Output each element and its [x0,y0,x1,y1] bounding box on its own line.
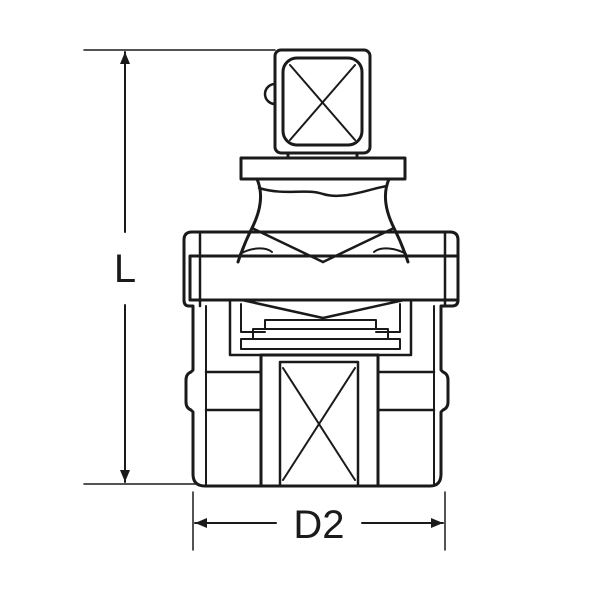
socket-outline [182,230,460,488]
lower-yoke-v-left [240,298,325,320]
square-drive-outer [273,48,372,155]
square-drive-inner [281,56,364,147]
diameter-dimension [192,491,446,551]
detent-ball [263,82,277,106]
lower-yoke-v-right [321,298,406,320]
retainer-plate-mid [252,328,389,340]
retainer-plate-top [264,319,377,330]
square-drive-cross-b [289,64,356,141]
diameter-label: D2 [293,503,344,547]
yoke-arc-left [239,247,273,255]
square-socket [259,353,380,488]
joint-neck [236,177,410,264]
socket-body [182,230,460,488]
length-label: L [114,247,136,291]
retainer-pocket [228,298,413,357]
yoke-arc-right [373,247,407,255]
square-socket-outer [259,353,380,488]
retainer-plate-bottom [240,338,401,350]
neck-seam-top [257,184,389,198]
square-socket-cross-b [282,367,356,481]
retainer-inner-left [240,303,266,333]
retainer-inner-right [375,303,401,333]
square-drive [263,48,372,155]
length-dimension [83,49,276,485]
square-socket-inner [278,360,360,488]
upper-collar [239,151,407,181]
collar-flange [239,156,407,181]
lower-yoke [228,298,413,357]
